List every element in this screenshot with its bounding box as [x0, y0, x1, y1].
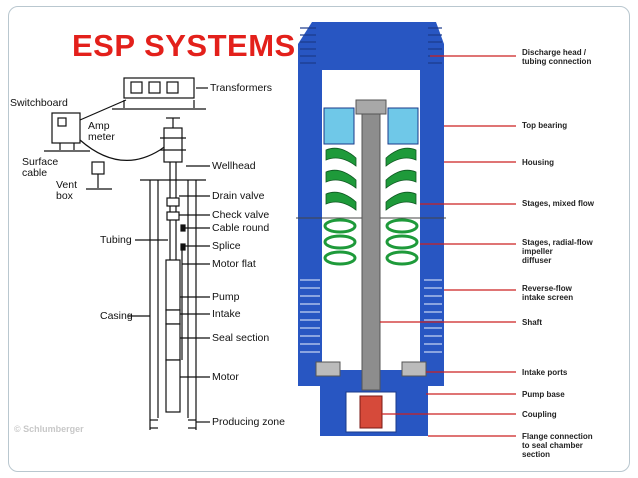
- check-valve: [166, 211, 180, 221]
- label-amp-meter: Amp meter: [88, 120, 115, 143]
- label-coupling: Coupling: [522, 410, 557, 419]
- slide-frame: [8, 6, 630, 472]
- radial-stage-left: [323, 218, 357, 234]
- radial-stage-left: [323, 234, 357, 250]
- label-transformers: Transformers: [210, 82, 273, 94]
- drain-valve: [166, 197, 180, 207]
- radial-stage-right: [385, 218, 419, 234]
- mixed-flow-stage-left: [325, 147, 357, 167]
- pump-shaft: [361, 99, 381, 391]
- intake-port-left: [315, 361, 341, 377]
- label-tubing: Tubing: [100, 234, 132, 246]
- label-pump: Pump: [212, 291, 240, 303]
- label-splice: Splice: [212, 240, 241, 252]
- mixed-flow-stage-left: [325, 191, 357, 211]
- mixed-flow-stage-right: [385, 191, 417, 211]
- mixed-flow-stage-right: [385, 169, 417, 189]
- motor-body: [165, 359, 181, 413]
- label-check-valve: Check valve: [212, 209, 270, 221]
- radial-stage-left: [323, 250, 357, 266]
- transformer-unit: [130, 81, 143, 94]
- power-cable: [79, 99, 127, 121]
- shaft-top-cap: [355, 99, 387, 115]
- label-producing-zone: Producing zone: [212, 416, 285, 428]
- label-switchboard: Switchboard: [10, 97, 68, 109]
- label-stages-radial: Stages, radial-flow impeller diffuser: [522, 238, 593, 265]
- label-reverse-flow: Reverse-flow intake screen: [522, 284, 574, 302]
- radial-stage-right: [385, 234, 419, 250]
- top-bearing-left: [323, 107, 355, 145]
- coupling: [359, 395, 383, 429]
- intake-port-right: [401, 361, 427, 377]
- credit-text: © Schlumberger: [14, 424, 84, 434]
- label-vent-box: Vent box: [56, 179, 78, 202]
- transformer-unit: [148, 81, 161, 94]
- mixed-flow-stage-left: [325, 169, 357, 189]
- label-discharge-head: Discharge head / tubing connection: [522, 48, 592, 66]
- label-flange: Flange connection to seal chamber sectio…: [522, 432, 593, 459]
- label-stages-mixed: Stages, mixed flow: [522, 199, 595, 208]
- label-drain-valve: Drain valve: [212, 190, 265, 202]
- label-pump-base: Pump base: [522, 390, 565, 399]
- label-intake: Intake: [212, 308, 241, 320]
- radial-stage-right: [385, 250, 419, 266]
- mixed-flow-stage-right: [385, 147, 417, 167]
- label-top-bearing: Top bearing: [522, 121, 568, 130]
- label-seal-section: Seal section: [212, 332, 270, 344]
- top-bearing-right: [387, 107, 419, 145]
- slide-title: ESP SYSTEMS: [72, 28, 296, 63]
- label-shaft: Shaft: [522, 318, 542, 327]
- amp-meter-dial: [57, 117, 67, 127]
- label-motor: Motor: [212, 371, 239, 383]
- label-housing: Housing: [522, 158, 554, 167]
- label-intake-ports: Intake ports: [522, 368, 568, 377]
- label-motor-flat: Motor flat: [212, 258, 256, 270]
- label-cable-round: Cable round: [212, 222, 270, 234]
- label-casing: Casing: [100, 310, 133, 322]
- label-wellhead: Wellhead: [212, 160, 256, 172]
- label-surface-cable: Surface cable: [22, 156, 59, 179]
- transformer-unit: [166, 81, 179, 94]
- splice: [180, 243, 186, 251]
